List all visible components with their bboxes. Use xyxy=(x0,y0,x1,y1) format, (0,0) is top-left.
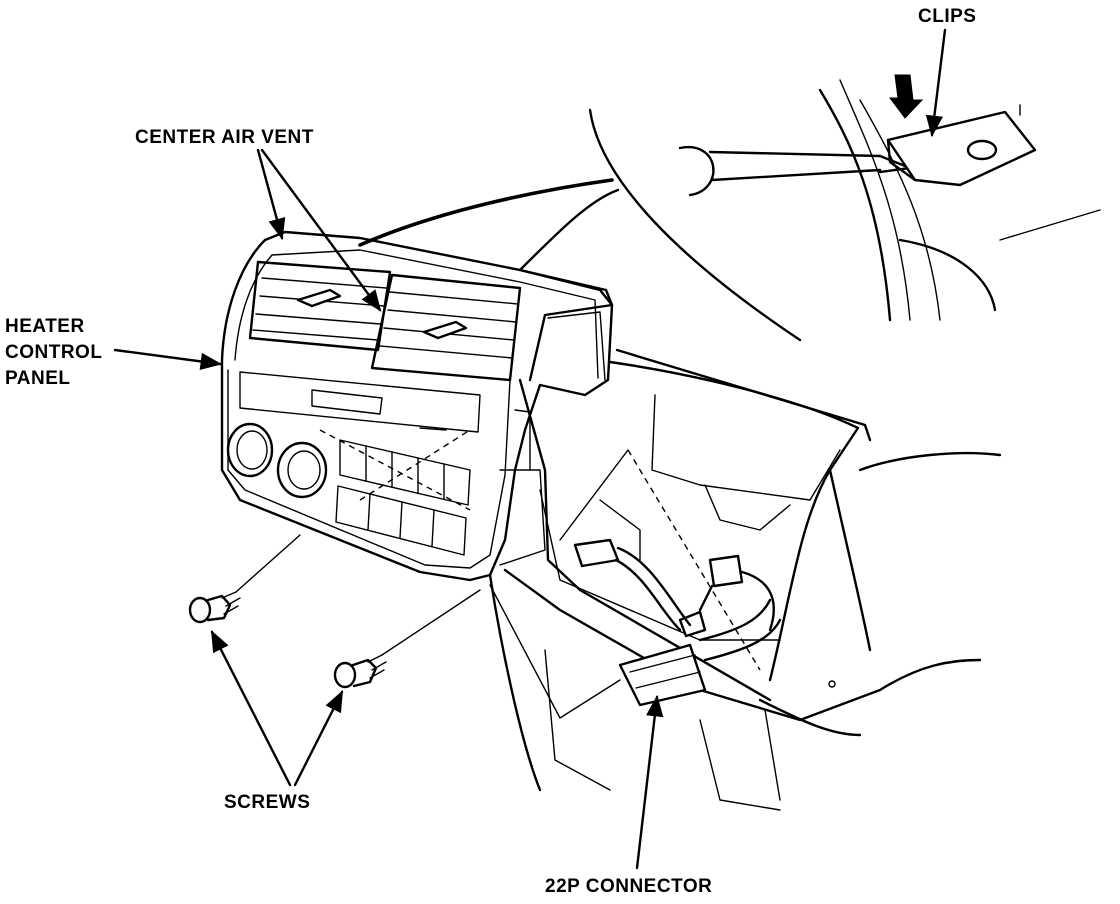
heater-label-line-2: CONTROL xyxy=(5,342,103,363)
heater-label-line-1: HEATER xyxy=(5,316,85,337)
heater-label-line-3: PANEL xyxy=(5,368,71,389)
connector-arrow xyxy=(635,694,664,870)
clips-detail xyxy=(358,74,1101,342)
screws xyxy=(188,534,481,689)
connector-label: 22P CONNECTOR xyxy=(545,876,713,897)
center-air-vent-label: CENTER AIR VENT xyxy=(135,127,314,148)
screw-arrow-lower xyxy=(293,690,344,787)
screw-arrow-upper xyxy=(210,630,292,787)
screw-lower xyxy=(333,654,387,689)
dashboard-console xyxy=(488,348,1002,811)
heater-control-panel xyxy=(220,230,614,582)
heater-control-panel-label: HEATER CONTROL PANEL xyxy=(5,314,102,392)
vent-arrow-left xyxy=(256,148,286,241)
screws-label: SCREWS xyxy=(224,792,311,813)
screw-upper xyxy=(188,591,241,624)
clips-label: CLIPS xyxy=(918,6,977,27)
clips-arrow xyxy=(925,28,947,138)
connector-22p xyxy=(489,449,782,719)
panel-arrow xyxy=(113,348,223,370)
leader-arrows xyxy=(113,28,947,870)
vent-arrow-right xyxy=(260,148,382,312)
